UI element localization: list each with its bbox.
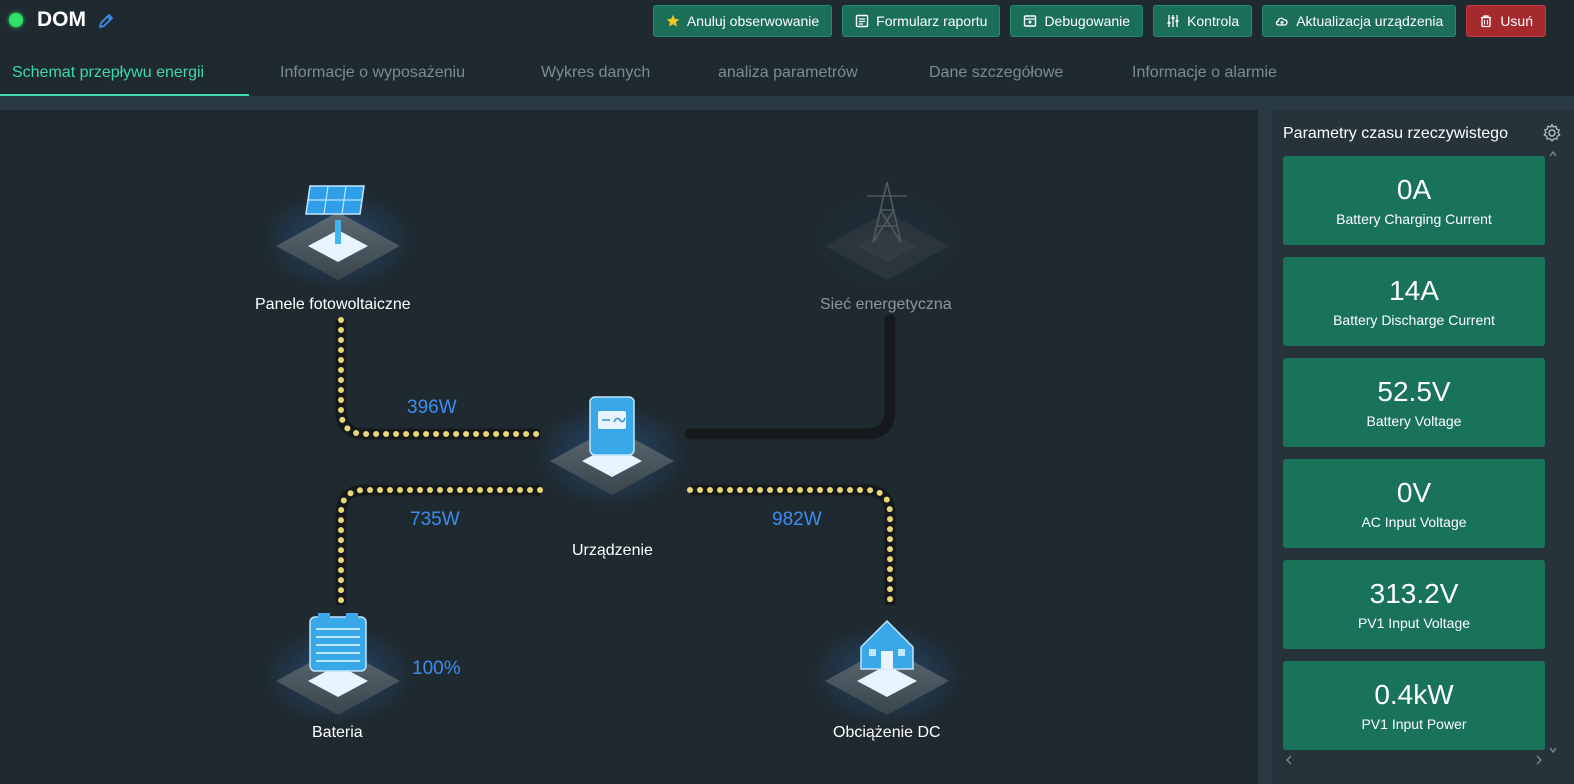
battery-icon bbox=[263, 613, 413, 725]
battery-node-label: Bateria bbox=[312, 724, 363, 741]
parameter-card-list: 0A Battery Charging Current 14A Battery … bbox=[1283, 156, 1545, 762]
tab-energy-flow[interactable]: Schemat przepływu energii bbox=[12, 64, 205, 81]
battery-soc-value: 100% bbox=[412, 658, 461, 679]
grid-node-label: Sieć energetyczna bbox=[820, 296, 952, 313]
tabs-divider bbox=[0, 96, 1574, 110]
delete-button[interactable]: Usuń bbox=[1466, 5, 1546, 37]
debug-button[interactable]: Debugowanie bbox=[1010, 5, 1144, 37]
parameter-card: 14A Battery Discharge Current bbox=[1283, 257, 1545, 346]
load-node-label: Obciążenie DC bbox=[833, 724, 941, 741]
cloud-upload-icon bbox=[1276, 17, 1288, 26]
device-title: DOM bbox=[37, 8, 86, 31]
house-icon bbox=[812, 619, 962, 725]
parameter-card: 0.4kW PV1 Input Power bbox=[1283, 661, 1545, 750]
control-button[interactable]: Kontrola bbox=[1153, 5, 1253, 37]
tab-bar: Schemat przepływu energii Informacje o w… bbox=[0, 52, 1574, 96]
parameter-label: PV1 Input Power bbox=[1361, 716, 1467, 732]
pv-node-label: Panele fotowoltaiczne bbox=[255, 296, 411, 313]
flow-lines bbox=[263, 181, 962, 725]
report-form-button[interactable]: Formularz raportu bbox=[842, 5, 1001, 37]
vertical-scrollbar[interactable] bbox=[1549, 148, 1557, 758]
debug-icon bbox=[1024, 15, 1037, 27]
scroll-down-icon[interactable] bbox=[1549, 747, 1557, 754]
panel-title: Parametry czasu rzeczywistego bbox=[1283, 125, 1508, 142]
battery-line bbox=[335, 484, 543, 608]
parameter-label: PV1 Input Voltage bbox=[1357, 615, 1471, 631]
debug-label: Debugowanie bbox=[1044, 13, 1131, 29]
load-power-value: 982W bbox=[772, 509, 822, 530]
parameter-card: 0V AC Input Voltage bbox=[1283, 459, 1545, 548]
toolbar: Anuluj obserwowanie Formularz raportu De… bbox=[652, 5, 1546, 37]
energy-flow-diagram: Panele fotowoltaiczne Sieć energetyczna … bbox=[0, 110, 1258, 784]
gear-icon[interactable] bbox=[1542, 123, 1562, 143]
scroll-left-icon[interactable] bbox=[1286, 755, 1292, 765]
online-status-icon bbox=[9, 13, 23, 27]
parameter-value: 52.5V bbox=[1377, 376, 1451, 407]
sliders-icon bbox=[1167, 15, 1179, 27]
horizontal-scrollbar[interactable] bbox=[1283, 753, 1545, 767]
panel-gutter bbox=[1258, 110, 1272, 784]
parameter-value: 0.4kW bbox=[1374, 679, 1454, 710]
pv-power-value: 396W bbox=[407, 397, 457, 418]
device-node-label: Urządzenie bbox=[572, 542, 653, 559]
device-update-label: Aktualizacja urządzenia bbox=[1296, 13, 1444, 29]
pencil-icon[interactable] bbox=[97, 12, 115, 30]
delete-label: Usuń bbox=[1500, 13, 1533, 29]
parameter-value: 14A bbox=[1389, 275, 1439, 306]
device-update-button[interactable]: Aktualizacja urządzenia bbox=[1262, 5, 1457, 37]
parameter-label: Battery Voltage bbox=[1366, 413, 1462, 429]
tab-equipment-info[interactable]: Informacje o wyposażeniu bbox=[280, 64, 465, 81]
battery-power-value: 735W bbox=[410, 509, 460, 530]
tab-alarm-info[interactable]: Informacje o alarmie bbox=[1132, 64, 1277, 81]
report-icon bbox=[855, 14, 869, 28]
scroll-right-icon[interactable] bbox=[1536, 755, 1542, 765]
unfollow-label: Anuluj obserwowanie bbox=[686, 13, 820, 29]
tab-detailed-data[interactable]: Dane szczegółowe bbox=[929, 64, 1064, 81]
solar-panel-icon bbox=[263, 185, 413, 290]
parameter-card: 52.5V Battery Voltage bbox=[1283, 358, 1545, 447]
parameter-value: 0V bbox=[1396, 477, 1432, 508]
power-tower-icon bbox=[812, 181, 962, 290]
parameter-value: 0A bbox=[1396, 174, 1432, 205]
parameter-card: 0A Battery Charging Current bbox=[1283, 156, 1545, 245]
report-form-label: Formularz raportu bbox=[876, 13, 988, 29]
parameter-label: Battery Charging Current bbox=[1336, 211, 1492, 227]
realtime-parameters-panel: Parametry czasu rzeczywistego 0A Battery… bbox=[1272, 110, 1574, 784]
tab-parameter-analysis[interactable]: analiza parametrów bbox=[718, 64, 858, 81]
scroll-up-icon[interactable] bbox=[1549, 150, 1557, 157]
parameter-label: AC Input Voltage bbox=[1361, 514, 1467, 530]
active-tab-indicator bbox=[0, 94, 249, 96]
tab-data-chart[interactable]: Wykres danych bbox=[541, 64, 651, 81]
grid-line bbox=[684, 314, 896, 440]
unfollow-button[interactable]: Anuluj obserwowanie bbox=[652, 5, 833, 37]
parameter-value: 313.2V bbox=[1369, 578, 1459, 609]
load-line bbox=[687, 484, 896, 608]
pv-line bbox=[335, 317, 543, 440]
header: DOM Anuluj obserwowanie Formularz raport… bbox=[0, 0, 1574, 44]
control-label: Kontrola bbox=[1187, 13, 1240, 29]
star-icon bbox=[666, 14, 680, 27]
inverter-icon bbox=[537, 396, 687, 507]
parameter-label: Battery Discharge Current bbox=[1333, 312, 1495, 328]
trash-icon bbox=[1481, 15, 1492, 28]
parameter-card: 313.2V PV1 Input Voltage bbox=[1283, 560, 1545, 649]
